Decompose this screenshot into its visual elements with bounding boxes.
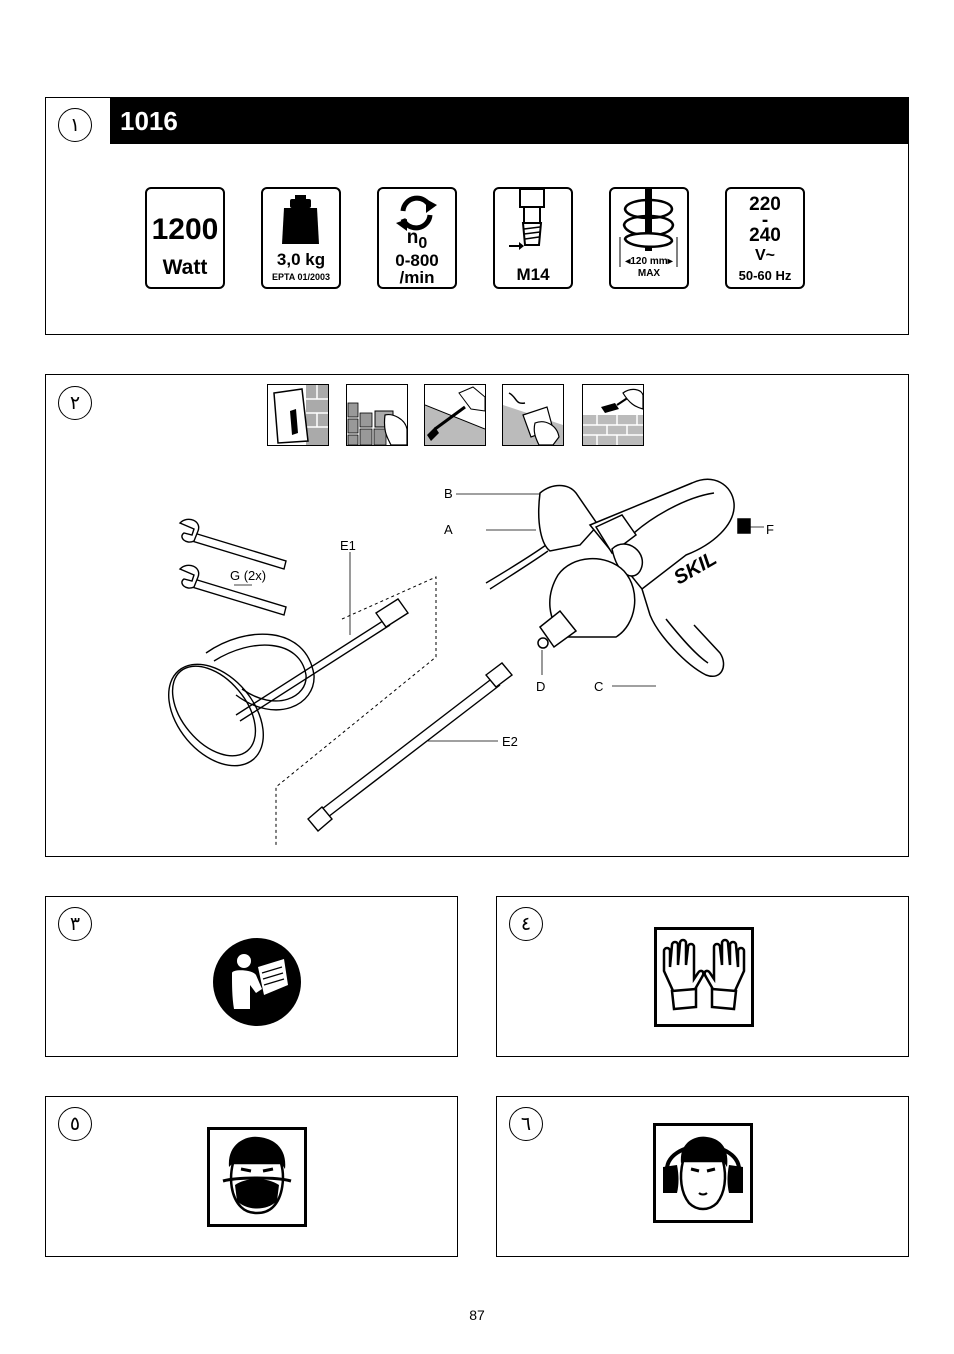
speed-spec-box: n0 0-800 /min [377,187,457,289]
voltage-spec-box: 220 - 240 V~ 50-60 Hz [725,187,805,289]
panel-number: ٦ [509,1107,543,1141]
paint-mixing-icon [424,384,486,446]
weight-value: 3,0 kg [276,250,326,269]
speed-symbol: n0 [406,227,428,252]
page-number: 87 [469,1307,485,1323]
panel-6-ear-protection: ٦ [496,1096,909,1257]
panel-number: ٥ [58,1107,92,1141]
protective-gloves-icon [654,927,754,1027]
rotation-arrows-icon [396,195,437,231]
ear-protection-icon [653,1123,753,1223]
voltage-ac: V~ [754,247,775,264]
filler-icon [502,384,564,446]
label-g: G (2x) [230,568,267,583]
voltage-bottom: 240 [749,225,781,246]
dust-mask-icon [207,1127,307,1227]
panel-number: ٣ [58,907,92,941]
label-f: F [766,522,774,537]
frequency: 50-60 Hz [738,268,792,283]
panel-4-gloves: ٤ [496,896,909,1057]
panel-2-tool-overview: ٢ [45,374,909,857]
weight-icon [282,195,319,244]
panel-number: ٢ [58,386,92,420]
label-d: D [536,679,546,694]
mixer-size-spec-box: ◂120 mm▸ MAX [609,187,689,289]
panel-1-specifications: ١ 1016 1200 Watt 3,0 kg EPTA 01/2003 n0 … [45,97,909,335]
mixer-paddle-icon [619,189,678,267]
mortar-icon [582,384,644,446]
plastering-icon [267,384,329,446]
speed-range: 0-800 [395,251,439,270]
label-c: C [594,679,604,694]
weight-spec-box: 3,0 kg EPTA 01/2003 [261,187,341,289]
thread-size: M14 [516,265,550,284]
voltage-top: 220 [749,194,781,215]
panel-number: ١ [58,108,92,142]
read-manual-icon [213,938,301,1026]
label-b: B [444,486,453,501]
speed-unit: /min [399,268,435,287]
weight-note: EPTA 01/2003 [271,272,331,282]
spindle-thread-icon [509,189,545,250]
mixer-drill-illustration: SKIL [167,478,764,847]
model-title: 1016 [110,98,908,144]
label-a: A [444,522,453,537]
mixer-max: MAX [637,268,661,279]
thread-spec-box: M14 [493,187,573,289]
voltage-dash: - [761,210,769,231]
panel-number: ٤ [509,907,543,941]
panel-3-read-manual: ٣ [45,896,458,1057]
label-e2: E2 [502,734,518,749]
power-value: 1200 [151,213,219,246]
label-e1: E1 [340,538,356,553]
tile-adhesive-icon [346,384,408,446]
panel-5-dust-mask: ٥ [45,1096,458,1257]
mixer-size: ◂120 mm▸ [625,256,673,267]
power-unit: Watt [162,256,208,279]
power-spec-box: 1200 Watt [145,187,225,289]
